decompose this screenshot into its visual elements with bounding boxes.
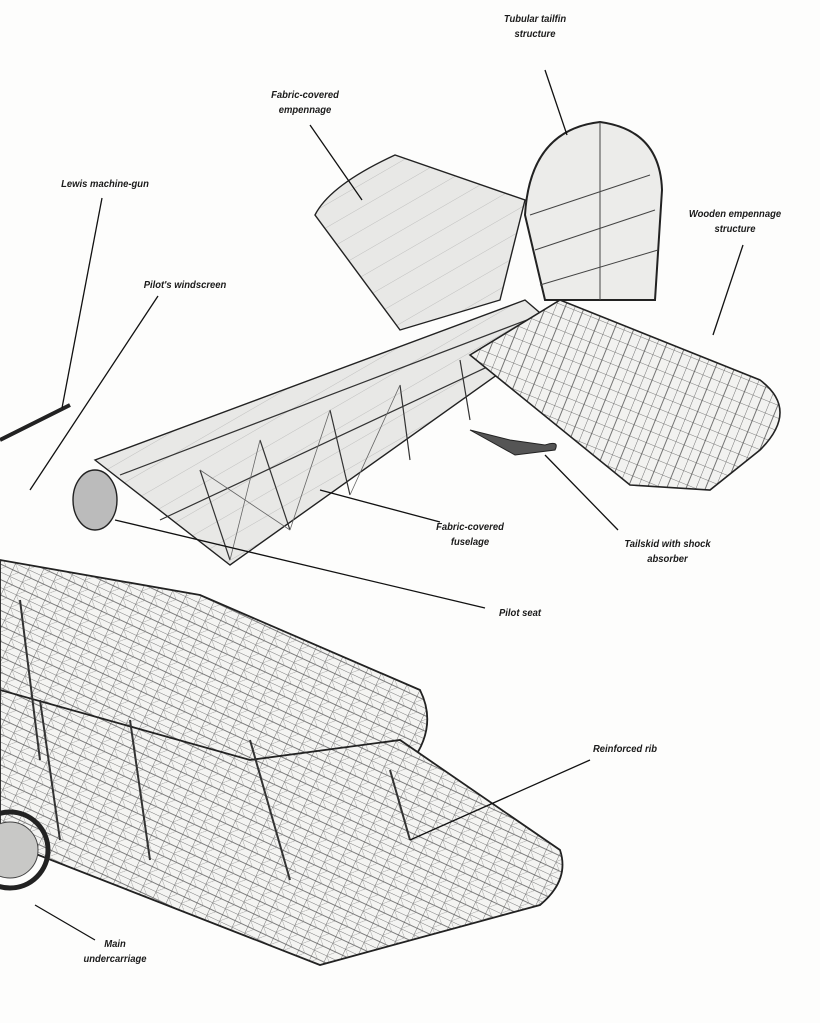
horizontal-stabiliser-left bbox=[314, 154, 526, 331]
pilot-seat bbox=[72, 469, 118, 531]
lower-wing bbox=[0, 689, 564, 966]
label-lewis-machine-gun: Lewis machine-gun bbox=[61, 178, 149, 190]
tailfin bbox=[523, 120, 664, 301]
label-pilot-seat: Pilot seat bbox=[498, 607, 542, 619]
horizontal-stabiliser-right bbox=[468, 299, 781, 491]
main-wheel bbox=[0, 809, 51, 891]
leader-lines bbox=[29, 69, 744, 941]
tailskid bbox=[469, 429, 557, 456]
label-pilots-windscreen: Pilot's windscreen bbox=[143, 279, 227, 291]
label-reinforced-rib: Reinforced rib bbox=[592, 743, 658, 755]
lewis-machine-gun bbox=[0, 403, 71, 442]
